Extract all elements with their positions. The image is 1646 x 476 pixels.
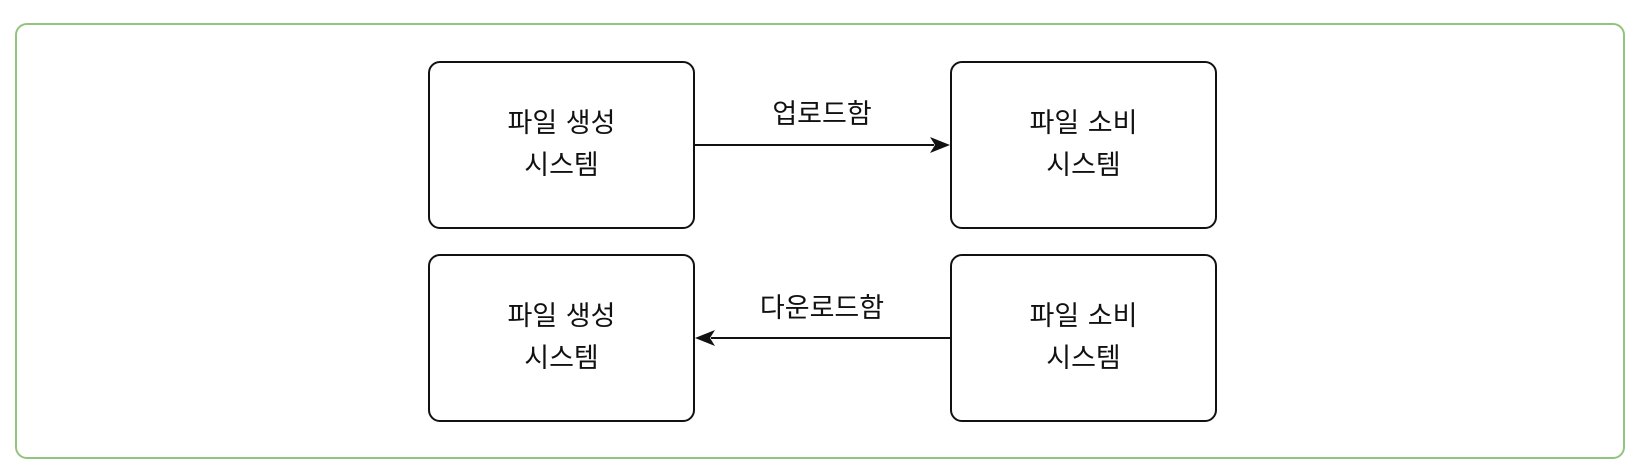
- file-producer-box-top: 파일 생성 시스템: [428, 61, 695, 229]
- upload-label: 업로드함: [772, 99, 872, 130]
- box-label-line2: 시스템: [524, 150, 599, 181]
- box-label-line2: 시스템: [1046, 150, 1121, 181]
- download-arrowhead-icon: [695, 330, 715, 346]
- diagram-frame: [15, 23, 1625, 459]
- file-consumer-box-top: 파일 소비 시스템: [950, 61, 1217, 229]
- box-label-line2: 시스템: [524, 343, 599, 374]
- box-label-line1: 파일 생성: [507, 301, 616, 332]
- box-label-line2: 시스템: [1046, 343, 1121, 374]
- file-producer-box-bottom: 파일 생성 시스템: [428, 254, 695, 422]
- box-label-line1: 파일 소비: [1029, 301, 1138, 332]
- download-label: 다운로드함: [759, 293, 885, 324]
- upload-arrowhead-icon: [930, 137, 950, 153]
- box-label-line1: 파일 생성: [507, 108, 616, 139]
- box-label-line1: 파일 소비: [1029, 108, 1138, 139]
- file-consumer-box-bottom: 파일 소비 시스템: [950, 254, 1217, 422]
